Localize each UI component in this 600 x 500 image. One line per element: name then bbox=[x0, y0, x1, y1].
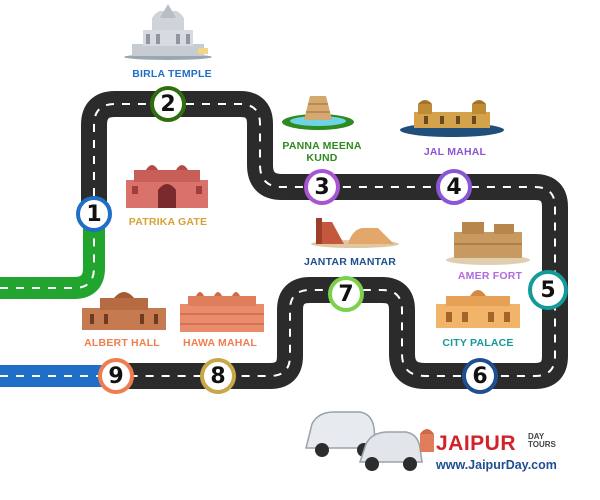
stop-number-9: 9 bbox=[108, 363, 124, 389]
jantar-mantar-illustration bbox=[311, 218, 399, 248]
stop-number-4: 4 bbox=[446, 174, 462, 200]
label-jantar-mantar: JANTAR MANTAR bbox=[303, 256, 397, 268]
brand-tagline: DAY TOURS bbox=[528, 433, 556, 449]
website-link[interactable]: www.JaipurDay.com bbox=[436, 458, 557, 472]
label-patrika-gate: PATRIKA GATE bbox=[128, 216, 208, 228]
stop-number-5: 5 bbox=[540, 277, 556, 303]
label-jal-mahal: JAL MAHAL bbox=[423, 146, 487, 158]
label-albert-hall: ALBERT HALL bbox=[84, 337, 160, 349]
label-birla-temple: BIRLA TEMPLE bbox=[132, 68, 212, 80]
stop-number-7: 7 bbox=[338, 281, 354, 307]
birla-temple-illustration bbox=[124, 4, 212, 60]
label-city-palace: CITY PALACE bbox=[442, 337, 514, 349]
patrika-gate-illustration bbox=[126, 165, 208, 208]
amer-fort-illustration bbox=[446, 222, 530, 265]
hawa-mahal-illustration bbox=[180, 292, 264, 332]
stop-marker-2[interactable]: 2 bbox=[150, 86, 186, 122]
jal-mahal-illustration bbox=[400, 100, 504, 137]
label-panna-meena-kund-line2: KUND bbox=[306, 152, 338, 164]
jaipur-day-tours-logo-icon bbox=[420, 429, 434, 452]
stop-marker-8[interactable]: 8 bbox=[200, 358, 236, 394]
stop-number-3: 3 bbox=[314, 174, 330, 200]
panna-meena-kund-illustration bbox=[282, 96, 354, 130]
city-palace-illustration bbox=[436, 290, 520, 328]
stop-number-8: 8 bbox=[210, 363, 226, 389]
albert-hall-illustration bbox=[82, 292, 166, 330]
label-panna-meena-kund-line1: PANNA MEENA bbox=[282, 140, 362, 152]
stop-marker-4[interactable]: 4 bbox=[436, 169, 472, 205]
stop-marker-9[interactable]: 9 bbox=[98, 358, 134, 394]
stop-marker-5[interactable]: 5 bbox=[528, 270, 568, 310]
stop-number-2: 2 bbox=[160, 91, 176, 117]
label-hawa-mahal: HAWA MAHAL bbox=[183, 337, 257, 349]
label-amer-fort: AMER FORT bbox=[457, 270, 523, 282]
stop-marker-7[interactable]: 7 bbox=[328, 276, 364, 312]
brand-tagline-line2: TOURS bbox=[528, 440, 556, 449]
stop-marker-1[interactable]: 1 bbox=[76, 196, 112, 232]
brand-tagline-line1: DAY bbox=[528, 432, 545, 441]
brand-logo: JAIPUR DAY TOURS bbox=[436, 432, 556, 456]
stop-number-6: 6 bbox=[472, 363, 488, 389]
stop-number-1: 1 bbox=[86, 201, 102, 227]
green-entry-road bbox=[0, 215, 105, 299]
label-panna-meena-kund: PANNA MEENA KUND bbox=[282, 140, 361, 164]
stop-marker-3[interactable]: 3 bbox=[304, 169, 340, 205]
brand-name: JAIPUR bbox=[436, 432, 517, 455]
stop-marker-6[interactable]: 6 bbox=[462, 358, 498, 394]
car-illustrations bbox=[305, 411, 423, 471]
